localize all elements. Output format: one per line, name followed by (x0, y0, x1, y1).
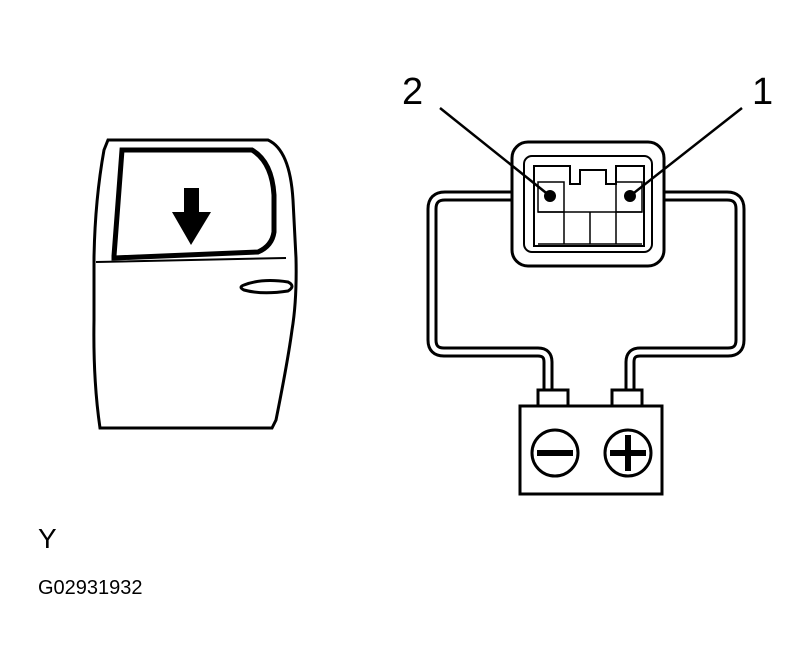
figure-code: G02931932 (38, 577, 143, 599)
terminal-2-label: 2 (402, 71, 424, 113)
door-belt-line (95, 257, 287, 263)
view-label: Y (38, 523, 57, 554)
minus-icon (530, 428, 580, 478)
battery (518, 388, 664, 496)
connector (510, 140, 666, 268)
door-outline (92, 138, 298, 430)
wiring-inner (429, 193, 743, 392)
door-window-frame (111, 147, 277, 261)
leader-lines (439, 107, 743, 197)
connector-face (533, 165, 645, 247)
connector-cavities (537, 181, 643, 245)
door-handle (239, 279, 294, 295)
door-illustration (92, 138, 298, 430)
leader-line-2 (439, 107, 551, 197)
plus-icon (603, 428, 653, 478)
terminal-1-label: 1 (752, 71, 774, 113)
leader-line-1 (629, 107, 743, 197)
arrow-down-icon (172, 188, 211, 245)
